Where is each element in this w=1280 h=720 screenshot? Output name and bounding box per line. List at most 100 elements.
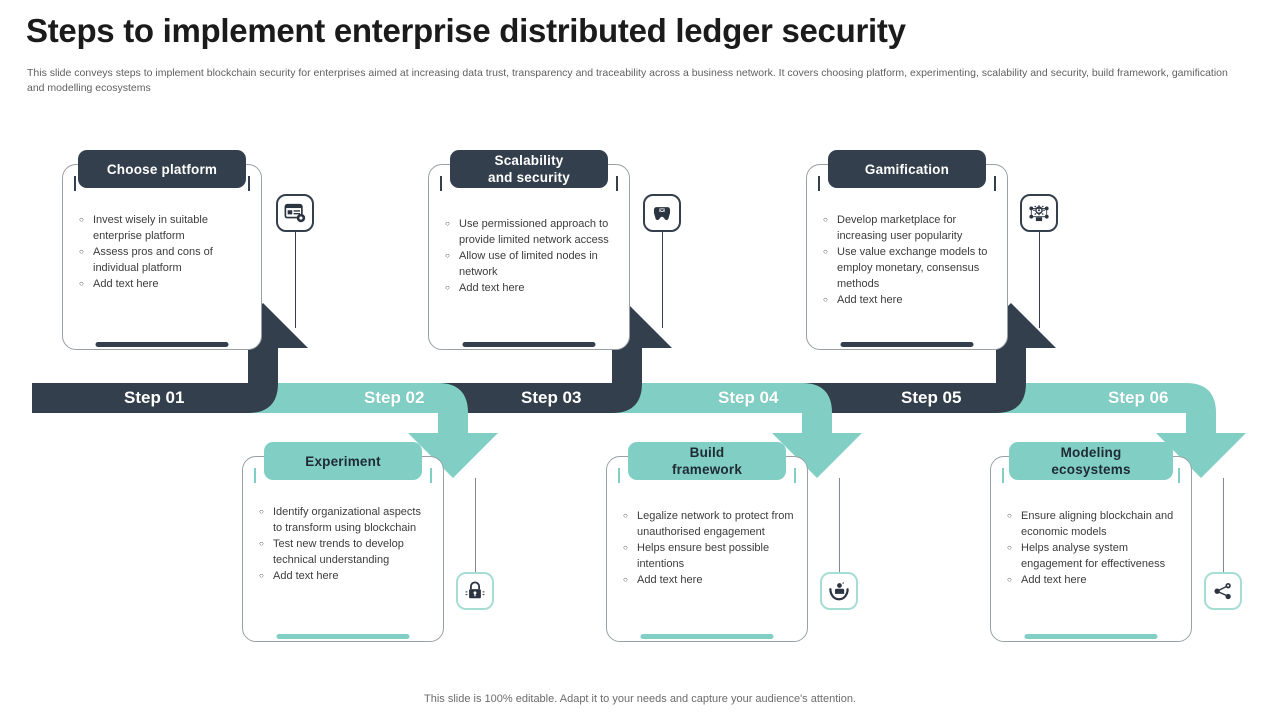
bullet-text: Add text here [273,570,339,582]
card-bullets: ○ Identify organizational aspects to tran… [259,504,430,584]
gamepad-glyph [653,207,671,221]
list-item: ○ Add text here [1007,572,1178,588]
card-tick-right [994,176,996,191]
browser-settings-icon[interactable] [276,194,314,232]
list-item: ○ Add text here [79,276,248,292]
badge-stem-4 [839,478,841,573]
network-gear-icon[interactable] [1020,194,1058,232]
list-item: ○Use permissioned approach to provide li… [445,216,616,248]
card-title-line1: Scalability [494,153,564,168]
step-label-5: Step 05 [901,388,962,407]
badge-stem-6 [1223,478,1225,573]
card-accent-bar [95,342,229,347]
ribbon-svg [32,303,1246,478]
bullet-marker: ○ [259,507,264,516]
bullet-marker: ○ [445,251,450,260]
bullet-marker: ○ [79,215,84,224]
card-title: Scalability and security [450,150,608,188]
bullet-marker: ○ [445,283,450,292]
bullet-marker: ○ [623,575,628,584]
card-scalability-and-security[interactable]: Scalability and security ○Use permission… [428,150,630,350]
card-modeling-ecosystems[interactable]: Modeling ecosystems ○ Ensure aligning blo… [990,442,1192,642]
bullet-text: Test new trends to develop technical und… [273,538,404,566]
page-title: Steps to implement enterprise distribute… [26,12,906,49]
card-title: Modeling ecosystems [1009,442,1173,480]
step-label-3: Step 03 [521,388,582,407]
bullet-marker: ○ [623,511,628,520]
card-bullets: ○ Legalize network to protect from unauth… [623,508,794,588]
card-tick-left [254,468,256,483]
bullet-text: Legalize network to protect from unautho… [637,510,794,538]
bullet-text: Add text here [637,574,703,586]
bullet-text: Identify organizational aspects to trans… [273,506,421,534]
card-title-line1: Modeling [1060,445,1122,460]
bullet-marker: ○ [445,219,450,228]
list-item: ○Use value exchange models to employ mon… [823,244,994,292]
lock-icon[interactable] [456,572,494,610]
list-item: ○Helps analyse system engagement for eff… [1007,540,1178,572]
share-nodes-icon[interactable] [1204,572,1242,610]
badge-stem-3 [662,228,664,328]
bullet-text: Add text here [837,294,903,306]
list-item: ○Add text here [823,292,994,308]
list-item: ○ Allow use of limited nodes in network [445,248,616,280]
process-ribbon: Step 01 Step 02 Step 03 Step 04 Step 05 … [0,300,1280,490]
list-item: ○ Invest wisely in suitable enterprise pl… [79,212,248,244]
bullet-marker: ○ [259,571,264,580]
list-item: ○ Legalize network to protect from unauth… [623,508,794,540]
card-choose-platform[interactable]: Choose platform ○ Invest wisely in suitab… [62,150,262,350]
step-label-4: Step 04 [718,388,779,407]
card-gamification[interactable]: Gamification ○Develop marketplace for in… [806,150,1008,350]
list-item: ○Assess pros and cons of individual plat… [79,244,248,276]
step-label-1: Step 01 [124,388,185,407]
card-accent-bar [462,342,596,347]
card-tick-left [818,176,820,191]
card-outline [606,456,808,642]
card-title-line2: framework [671,462,743,477]
card-outline [806,164,1008,350]
bullet-text: Invest wisely in suitable enterprise pla… [93,214,208,242]
card-tick-left [440,176,442,191]
list-item: ○ Test new trends to develop technical un… [259,536,430,568]
step-label-6: Step 06 [1108,388,1169,407]
list-item: ○ Ensure aligning blockchain and economic… [1007,508,1178,540]
browser-settings-glyph [284,203,306,223]
card-bullets: ○Develop marketplace for increasing user… [823,212,994,308]
page-subtitle: This slide conveys steps to implement bl… [27,67,1228,94]
bullet-text: Ensure aligning blockchain and economic … [1021,510,1174,538]
card-tick-right [794,468,796,483]
bullet-marker: ○ [79,279,84,288]
card-outline [242,456,444,642]
bullet-text: Assess pros and cons of individual platf… [93,246,213,274]
card-accent-bar [276,634,410,639]
card-bullets: ○ Ensure aligning blockchain and economic… [1007,508,1178,588]
card-title: Build framework [628,442,786,480]
step-label-2: Step 02 [364,388,425,407]
card-experiment[interactable]: Experiment ○ Identify organizational aspe… [242,442,444,642]
list-item: ○ Identify organizational aspects to tran… [259,504,430,536]
hands-protect-icon[interactable] [820,572,858,610]
bullet-marker: ○ [1007,511,1012,520]
card-bullets: ○Use permissioned approach to provide li… [445,216,616,296]
card-title-line2: and security [488,170,570,185]
bullet-text: Allow use of limited nodes in network [459,250,598,278]
gamepad-icon[interactable] [643,194,681,232]
bullet-text: Add text here [93,278,159,290]
card-outline [990,456,1192,642]
card-tick-left [618,468,620,483]
bullet-marker: ○ [259,539,264,548]
bullet-marker: ○ [623,543,628,552]
card-title: Experiment [264,442,422,480]
card-build-framework[interactable]: Build framework ○ Legalize network to pro… [606,442,808,642]
network-gear-glyph [1029,205,1049,222]
card-bullets: ○ Invest wisely in suitable enterprise pl… [79,212,248,292]
card-outline [428,164,630,350]
card-title: Choose platform [78,150,246,188]
bullet-marker: ○ [1007,575,1012,584]
bullet-text: Develop marketplace for increasing user … [837,214,963,242]
card-accent-bar [640,634,774,639]
bullet-text: Add text here [1021,574,1087,586]
card-tick-right [430,468,432,483]
card-tick-left [1002,468,1004,483]
badge-stem-1 [295,228,297,328]
